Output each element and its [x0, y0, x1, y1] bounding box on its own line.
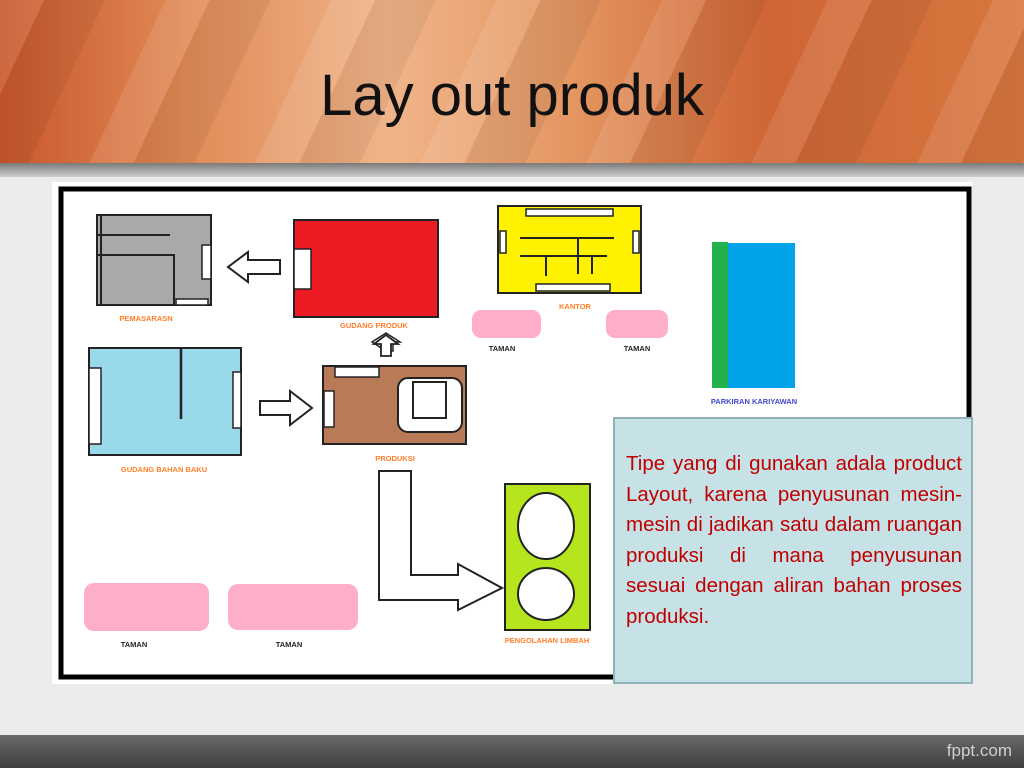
label-taman-bottom-right: TAMAN	[276, 640, 303, 649]
produksi-block	[322, 365, 467, 445]
arrow-left	[226, 250, 281, 284]
kantor-block	[497, 205, 642, 294]
arrow-up-shape	[371, 333, 401, 357]
label-kantor: KANTOR	[559, 302, 592, 311]
label-gudang-bahan-baku: GUDANG BAHAN BAKU	[121, 465, 207, 474]
label-pengolahan-limbah: PENGOLAHAN LIMBAH	[505, 636, 590, 645]
label-parkiran: PARKIRAN KARIYAWAN	[711, 397, 797, 406]
label-gudang-produk: GUDANG PRODUK	[340, 321, 409, 330]
label-produksi: PRODUKSI	[375, 454, 415, 463]
description-box: Tipe yang di gunakan adala product Layou…	[613, 417, 973, 684]
footer-brand: fppt.com	[946, 741, 1012, 760]
taman-kantor-right	[606, 310, 668, 338]
description-text: Tipe yang di gunakan adala product Layou…	[626, 452, 962, 628]
header-background	[0, 0, 1024, 163]
gudang-bahan-baku-block	[88, 347, 242, 456]
taman-bottom-left	[84, 583, 209, 631]
label-taman-kantor-left: TAMAN	[489, 344, 516, 353]
taman-bottom-right	[228, 584, 358, 630]
pengolahan-limbah-block	[504, 483, 591, 631]
label-pemasaran: PEMASARASN	[119, 314, 172, 323]
footer-bar: fppt.com	[0, 735, 1024, 768]
pemasaran-block	[96, 214, 212, 306]
slide-title: Lay out produk	[320, 63, 704, 128]
label-taman-kantor-right: TAMAN	[624, 344, 651, 353]
arrow-right	[259, 388, 314, 428]
taman-kantor-left	[472, 310, 541, 338]
arrow-l-shaped	[378, 470, 505, 612]
gudang-produk-block	[293, 219, 439, 318]
label-taman-bottom-left: TAMAN	[121, 640, 148, 649]
header-divider	[0, 163, 1024, 177]
parkiran-green-strip	[712, 242, 728, 388]
parkiran-blue-area	[728, 243, 795, 388]
